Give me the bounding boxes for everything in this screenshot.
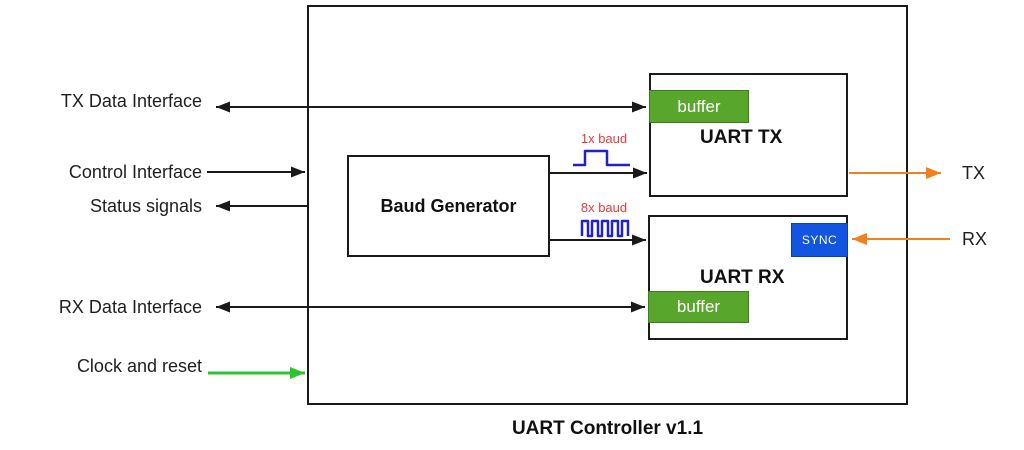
clock-and-reset-label: Clock and reset (76, 356, 202, 376)
baud-8x-label: 8x baud (580, 200, 628, 215)
tx-buffer-label: buffer (677, 96, 721, 116)
uart-rx-label: UART RX (700, 267, 785, 288)
status-signals-label: Status signals (89, 196, 202, 216)
tx-signal-label: TX (962, 163, 986, 183)
tx-buffer-block: buffer (649, 90, 749, 123)
rx-buffer-label: buffer (676, 297, 721, 316)
baud-generator-label: Baud Generator (380, 195, 517, 216)
uart-tx-label: UART TX (700, 127, 783, 148)
sync-block: SYNC (791, 223, 848, 257)
diagram-title: UART Controller v1.1 (511, 418, 704, 439)
control-interface-label: Control Interface (68, 162, 202, 182)
tx-data-interface-label: TX Data Interface (60, 91, 202, 111)
baud-generator-block: Baud Generator (347, 155, 550, 257)
baud-1x-label: 1x baud (580, 131, 628, 146)
rx-signal-label: RX (962, 229, 988, 249)
rx-data-interface-label: RX Data Interface (58, 297, 202, 317)
sync-label: SYNC (801, 233, 838, 247)
rx-buffer-block: buffer (648, 291, 749, 323)
